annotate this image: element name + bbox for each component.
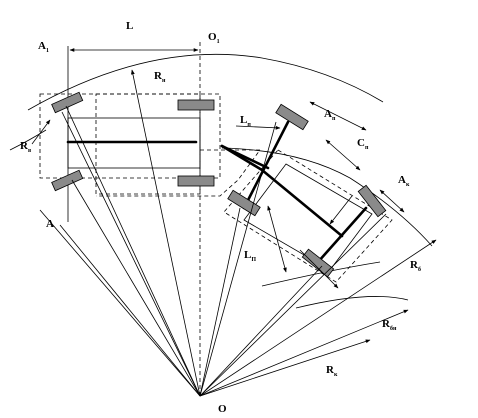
radius-line-a1: [65, 105, 201, 397]
trailer-body-outline: [223, 149, 393, 283]
label-a1: A1: [38, 40, 49, 54]
radius-line-lp: [199, 121, 277, 397]
label-rbn: Rбн: [382, 318, 397, 332]
tractor-nose-outline: [96, 149, 261, 197]
label-an: Aп: [324, 108, 336, 122]
front-steer-link: [220, 144, 270, 170]
radius-line-rear: [71, 179, 201, 397]
trailer-drawbar: [260, 168, 344, 238]
radius-line-rk: [199, 339, 371, 397]
label-a: A: [46, 218, 54, 230]
tractor-wheel-front-left: [51, 91, 84, 114]
radius-line-rear2: [39, 209, 201, 397]
rear-wheel-bottom: [301, 248, 335, 278]
dimension-ln: [235, 125, 281, 130]
radius-line-rn: [131, 69, 201, 397]
label-o1: O1: [208, 31, 220, 45]
tractor-wheel-rear-left: [51, 169, 84, 192]
radius-line-front: [199, 207, 241, 397]
radius-line-rear-wheel: [199, 265, 323, 397]
rear-wheel-top: [357, 184, 387, 218]
radius-line-a: [61, 111, 201, 397]
front-wheel-bottom: [227, 189, 261, 217]
trailer-dim-1: [329, 195, 353, 225]
turning-arc-trailer: [221, 147, 433, 247]
dimension-ak: [379, 189, 405, 213]
label-rv: Rв: [20, 140, 32, 154]
radius-line-rear3: [59, 224, 201, 397]
radius-line-trailer: [199, 213, 387, 397]
radius-line-rb: [199, 239, 437, 397]
trailer-dim-2: [299, 249, 339, 289]
outer-radius-arc: [27, 53, 384, 111]
tractor-wheel-rear-right: [177, 175, 215, 187]
dimension-lp: [267, 205, 287, 273]
tractor-body-outer: [39, 93, 221, 179]
label-rk: Rк: [326, 364, 338, 378]
dimension-cn: [325, 139, 361, 171]
tractor-wheel-front-right: [177, 99, 215, 111]
turning-arc-bn: [295, 296, 409, 309]
dimension-rv: [31, 119, 51, 145]
label-l: L: [126, 20, 133, 32]
dimension-an: [309, 101, 367, 131]
label-ln: Lп: [240, 114, 251, 128]
front-axle-bar: [242, 120, 290, 210]
label-lp: LП: [244, 249, 256, 263]
label-ak: Aк: [398, 174, 410, 188]
inner-arc-left: [9, 129, 47, 151]
label-o: O: [218, 403, 227, 415]
radius-line-rbn: [199, 309, 409, 397]
front-wheel-top: [275, 103, 309, 131]
label-rn: Rн: [154, 70, 166, 84]
label-cn: Cп: [357, 137, 369, 151]
label-rb: Rб: [410, 259, 421, 273]
